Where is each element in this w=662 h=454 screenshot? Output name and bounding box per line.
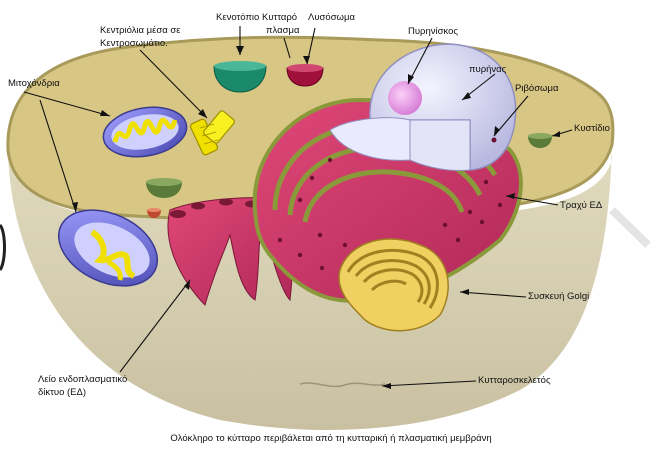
label-cytoskeleton: Κυτταροσκελετός [478,375,551,387]
label-vacuole: Κενοτόπιο [216,12,259,24]
label-centrioles-2: Κεντροσωμάτιο. [100,38,168,50]
label-ribosome: Ριβόσωμα [515,83,558,95]
label-mitochondria: Μιτοχόνδρια [8,78,60,90]
label-golgi: Συσκευή Golgi [528,291,589,303]
left-edge-fragment [0,225,5,270]
label-rough-er: Τραχύ ΕΔ [560,200,602,212]
label-centrioles-1: Κεντριόλια μέσα σε [100,25,181,37]
label-cytoplasm-1: Κυτταρό [262,12,297,24]
label-vesicle: Κυστίδιο [574,123,610,135]
label-nucleus: πυρήνας [469,64,506,76]
label-smooth-er-2: δίκτυο (ΕΔ) [38,387,86,399]
label-nucleolus: Πυρηνίσκος [408,26,458,38]
label-smooth-er-1: Λείο ενδοπλασματικό [38,374,127,386]
ribosome [492,138,497,143]
membrane-edge-smear [612,210,648,245]
label-cytoplasm-2: πλασμα [266,25,299,37]
label-lysosome: Λυσόσωμα [308,12,355,24]
figure-caption: Ολόκληρο το κύτταρο περιβάλεται από τη κ… [0,433,662,444]
nucleolus [388,81,422,115]
